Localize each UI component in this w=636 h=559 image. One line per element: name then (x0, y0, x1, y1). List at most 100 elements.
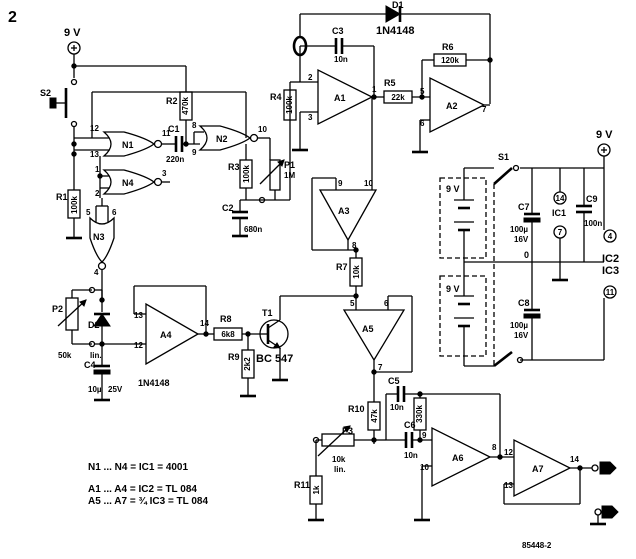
ground-arrow-icon (601, 505, 619, 519)
svg-text:680n: 680n (244, 225, 262, 234)
nor-gate-n2: N2 8 9 10 (192, 121, 267, 157)
resistor-r8: 6k8 R8 (213, 314, 243, 341)
svg-text:13: 13 (504, 481, 513, 490)
resistor-r9: 2k2 R9 (228, 334, 256, 398)
svg-text:47k: 47k (370, 409, 379, 423)
svg-text:N1: N1 (122, 140, 134, 150)
svg-text:12: 12 (134, 341, 143, 350)
svg-text:16V: 16V (514, 331, 529, 340)
svg-text:120k: 120k (441, 56, 459, 65)
opamp-a1: A1 2 3 1 (308, 68, 377, 126)
svg-text:R2: R2 (166, 96, 178, 106)
nor-gate-n3: N3 5 6 4 (86, 208, 117, 277)
svg-text:P2: P2 (52, 304, 63, 314)
svg-text:5: 5 (86, 208, 91, 217)
ic1-power-pins: 14 IC1 7 (552, 168, 567, 262)
svg-text:8: 8 (492, 443, 497, 452)
svg-text:13: 13 (90, 150, 99, 159)
opamp-a6: A6 9 10 8 (420, 426, 497, 488)
svg-text:C2: C2 (222, 203, 234, 213)
svg-text:R11: R11 (294, 480, 310, 490)
capacitor-c5: C5 10n (385, 376, 406, 440)
svg-text:BC 547: BC 547 (256, 353, 293, 365)
svg-text:A7: A7 (532, 464, 544, 474)
transistor-t1: T1 BC 547 (256, 308, 293, 365)
resistor-r3: 100k R3 (228, 159, 253, 189)
resistor-r4: 100k R4 (270, 81, 300, 121)
svg-text:lin.: lin. (334, 465, 346, 474)
svg-text:R8: R8 (220, 314, 232, 324)
resistor-r6: 120k R6 (433, 42, 467, 67)
svg-text:10n: 10n (390, 403, 404, 412)
svg-text:9: 9 (192, 148, 197, 157)
svg-text:10: 10 (258, 125, 267, 134)
svg-text:4: 4 (608, 232, 613, 241)
diode-d1: D1 1N4148 (376, 0, 415, 37)
diode-d2: D2 1N4148 (88, 300, 170, 388)
svg-text:10n: 10n (334, 55, 348, 64)
supply-top-label: 9 V (64, 27, 81, 39)
svg-text:3: 3 (162, 169, 167, 178)
svg-text:220n: 220n (166, 155, 184, 164)
potentiometer-p3: P3 10k lin. (317, 425, 355, 474)
note-line-1: N1 ... N4 = IC1 = 4001 (88, 462, 188, 473)
svg-text:25V: 25V (108, 385, 123, 394)
svg-text:R7: R7 (336, 262, 348, 272)
opamp-a2: A2 5 6 7 (420, 76, 487, 134)
resistor-r1: 100k R1 (56, 189, 82, 240)
svg-text:100n: 100n (584, 219, 602, 228)
svg-text:C7: C7 (518, 202, 530, 212)
capacitor-c2: C2 680n (222, 200, 262, 238)
svg-text:IC3: IC3 (602, 265, 619, 277)
svg-text:2: 2 (308, 73, 313, 82)
capacitor-c7: C7 100µ 16V (510, 168, 541, 262)
svg-text:C3: C3 (332, 26, 344, 36)
ground-zero-label: 0 (524, 250, 529, 260)
svg-text:A1: A1 (334, 93, 346, 103)
svg-text:10k: 10k (332, 455, 346, 464)
svg-text:9 V: 9 V (446, 184, 460, 194)
resistor-r2: 470k R2 (166, 91, 193, 121)
svg-text:N3: N3 (93, 232, 105, 242)
svg-text:S1: S1 (498, 152, 509, 162)
svg-text:8: 8 (352, 241, 357, 250)
svg-text:10: 10 (420, 463, 429, 472)
supply-right: 9 V (596, 129, 613, 168)
svg-text:lin.: lin. (90, 351, 102, 360)
svg-text:12: 12 (504, 448, 513, 457)
battery-1: 9 V (439, 168, 487, 262)
svg-text:P3: P3 (342, 426, 353, 436)
svg-text:R5: R5 (384, 78, 396, 88)
figure-number: 2 (8, 9, 17, 26)
svg-text:R3: R3 (228, 162, 240, 172)
svg-text:C6: C6 (404, 420, 416, 430)
svg-text:10k: 10k (352, 265, 361, 279)
svg-text:11: 11 (606, 288, 615, 297)
svg-text:50k: 50k (58, 351, 72, 360)
svg-text:C8: C8 (518, 298, 530, 308)
opamp-a3: A3 9 10 8 (318, 179, 378, 250)
svg-text:1N4148: 1N4148 (376, 25, 415, 37)
supply-right-label: 9 V (596, 129, 613, 141)
svg-text:100µ: 100µ (510, 225, 528, 234)
svg-text:330k: 330k (415, 405, 424, 423)
svg-text:16V: 16V (514, 235, 529, 244)
svg-text:A2: A2 (446, 101, 458, 111)
svg-text:7: 7 (482, 105, 487, 114)
svg-text:100k: 100k (285, 96, 294, 114)
svg-text:4: 4 (94, 268, 99, 277)
svg-text:T1: T1 (262, 308, 273, 318)
switch-s2-label: S2 (40, 88, 51, 98)
svg-text:7: 7 (378, 363, 383, 372)
svg-text:8: 8 (192, 121, 197, 130)
svg-text:5: 5 (350, 299, 355, 308)
svg-text:N4: N4 (122, 178, 134, 188)
note-line-3: A5 ... A7 = ¾ IC3 = TL 084 (88, 496, 208, 507)
svg-text:10: 10 (364, 179, 373, 188)
svg-text:9: 9 (422, 431, 427, 440)
resistor-r11: 1k R11 (294, 475, 323, 505)
svg-text:A3: A3 (338, 206, 350, 216)
svg-text:IC1: IC1 (552, 208, 566, 218)
svg-text:14: 14 (556, 194, 565, 203)
